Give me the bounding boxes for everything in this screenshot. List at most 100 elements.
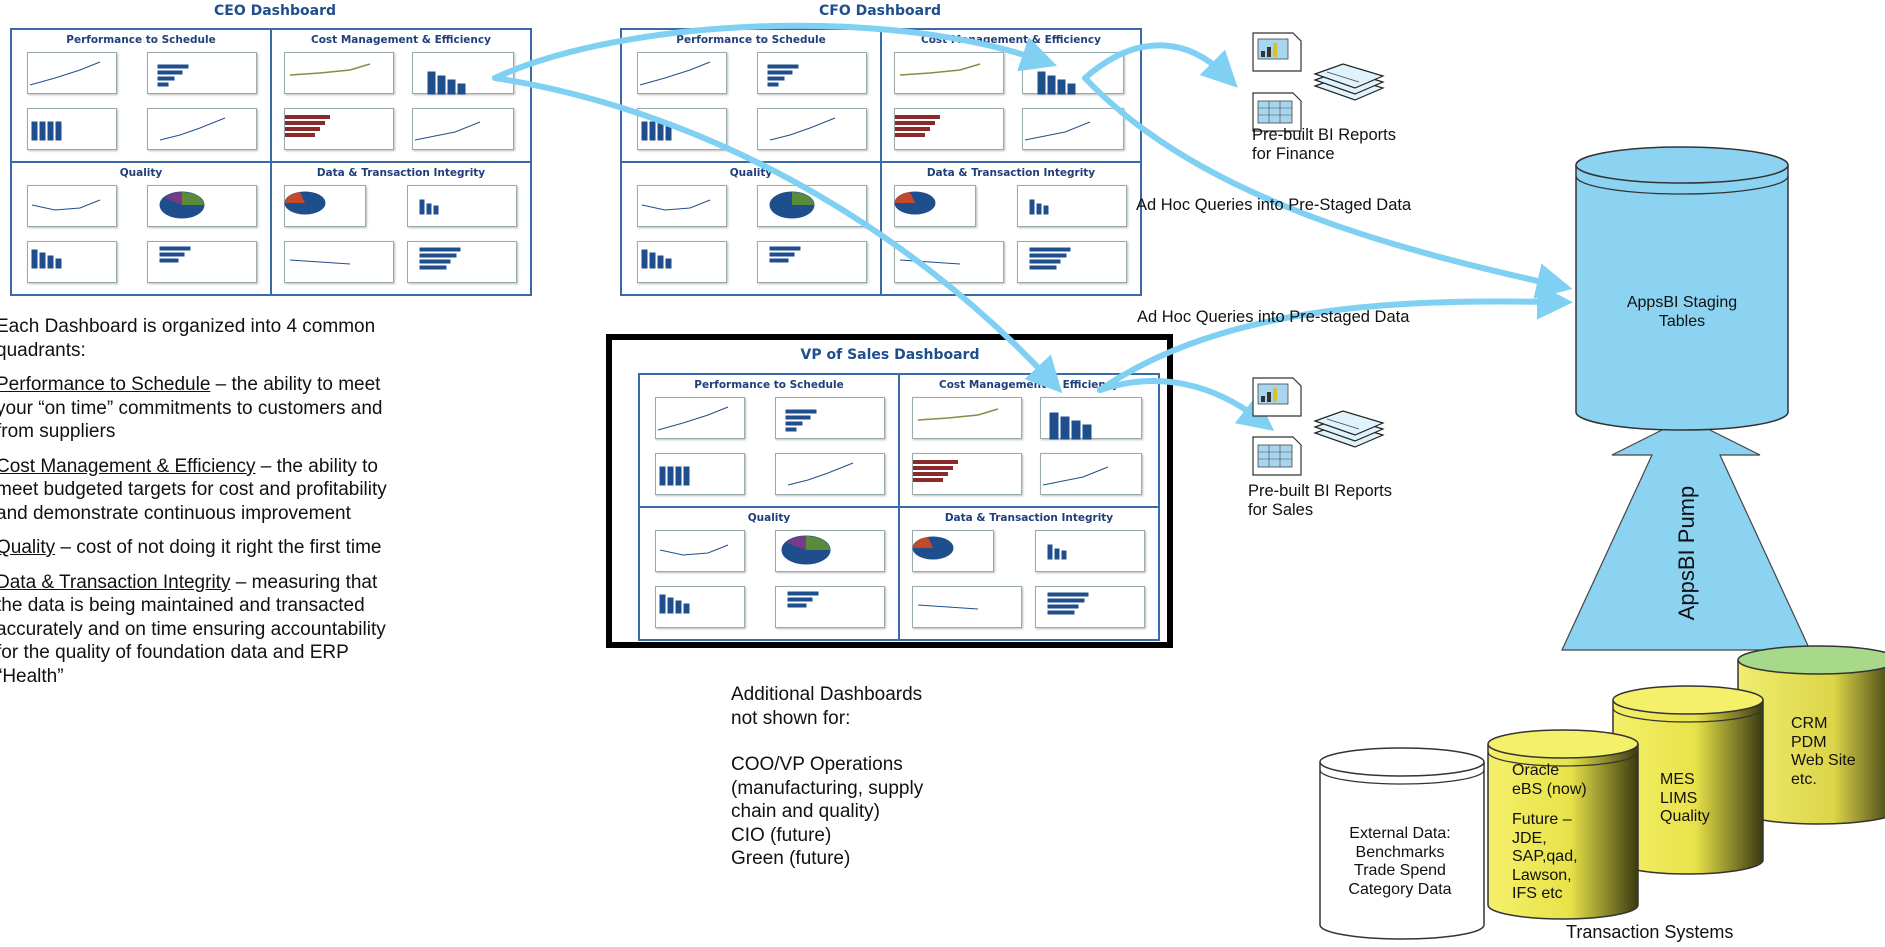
- sales-report-icons: [1252, 377, 1385, 476]
- mini-chart: [637, 185, 727, 227]
- vp-quadrant-data-integrity: Data & Transaction Integrity: [899, 507, 1159, 640]
- mini-chart: [27, 52, 117, 94]
- paragraph-cost: Cost Management & Efficiency – the abili…: [0, 455, 566, 479]
- quadrant-title: Performance to Schedule: [694, 379, 844, 391]
- definition-text: – the ability to meet: [210, 374, 381, 395]
- definition-text: – measuring that: [230, 571, 378, 593]
- label-line: for Sales: [1248, 501, 1314, 519]
- label-line: for Finance: [1252, 145, 1335, 163]
- paragraph-quality: Quality – cost of not doing it right the…: [0, 536, 566, 560]
- intro-line: Each Dashboard is organized into 4 commo…: [0, 316, 376, 337]
- oracle-cylinder: [1487, 729, 1639, 920]
- mini-chart: [894, 241, 1004, 283]
- cfo-quadrant-performance: Performance to Schedule: [621, 29, 881, 162]
- quadrant-title: Performance to Schedule: [676, 34, 826, 46]
- mini-chart: [27, 185, 117, 227]
- mini-chart: [775, 453, 885, 495]
- ceo-dashboard-title: CEO Dashboard: [214, 3, 336, 19]
- mini-chart-glyphs: [29, 61, 1109, 615]
- quadrant-title: Data & Transaction Integrity: [926, 167, 1096, 179]
- mini-chart: [147, 108, 257, 150]
- term-data-integrity: Data & Transaction Integrity: [0, 571, 231, 593]
- paragraph-data-integrity: Data & Transaction Integrity – measuring…: [0, 571, 566, 595]
- label-line: MES: [1660, 771, 1695, 788]
- label-line: Lawson,: [1512, 866, 1572, 884]
- mini-chart: [655, 530, 745, 572]
- note-line: chain and quality): [731, 801, 880, 822]
- ceo-quadrant-cost: Cost Management & Efficiency: [271, 29, 531, 162]
- external-data-label: External Data: Benchmarks Trade Spend Ca…: [1325, 825, 1475, 899]
- note-line: not shown for:: [731, 707, 851, 729]
- note-line: Green (future): [731, 848, 851, 869]
- term-quality: Quality: [0, 537, 56, 558]
- document-icon: [1252, 377, 1302, 417]
- cfo-dashboard-title: CFO Dashboard: [819, 3, 941, 19]
- mini-chart: [1017, 185, 1127, 227]
- adhoc-query-label-1: Ad Hoc Queries into Pre-Staged Data: [1136, 196, 1412, 214]
- label-line: Category Data: [1348, 880, 1452, 898]
- note-line: (manufacturing, supply: [731, 777, 924, 799]
- mes-cylinder: [1612, 685, 1764, 875]
- mini-chart: [284, 185, 366, 227]
- appsbi-pump-arrow: [1561, 417, 1811, 651]
- mini-chart: [894, 52, 1004, 94]
- quadrant-title: Data & Transaction Integrity: [316, 167, 486, 179]
- label-line: LIMS: [1660, 789, 1698, 807]
- stacked-papers-icon: [1313, 63, 1385, 101]
- sales-reports-label: Pre-built BI Reports for Sales: [1248, 482, 1392, 520]
- definition-line: and demonstrate continuous improvement: [0, 502, 351, 524]
- stacked-papers-icon: [1313, 410, 1385, 448]
- definition-line: meet budgeted targets for cost and profi…: [0, 479, 387, 500]
- adhoc-query-label-2: Ad Hoc Queries into Pre-staged Data: [1137, 308, 1410, 326]
- label-line: Trade Spend: [1354, 862, 1446, 879]
- label-line: etc.: [1791, 770, 1817, 788]
- label-line: External Data:: [1349, 825, 1451, 842]
- vp-sales-dashboard-frame: [606, 334, 1173, 648]
- label-line: PDM: [1791, 733, 1827, 751]
- definition-line: the data is being maintained and transac…: [0, 595, 365, 616]
- oracle-label: Oracle eBS (now) Future – JDE, SAP,qad, …: [1512, 762, 1587, 904]
- definition-line: your “on time” commitments to customers …: [0, 397, 383, 419]
- finance-report-icons: [1252, 32, 1385, 132]
- quadrant-title: Performance to Schedule: [66, 34, 216, 46]
- arrow-ceo-to-vp: [492, 75, 1063, 394]
- mini-chart: [407, 185, 517, 227]
- document-icon: [1252, 436, 1302, 476]
- external-data-cylinder: [1319, 747, 1485, 940]
- arrow-cfo-to-staging: [1082, 75, 1573, 299]
- staging-tables-cylinder: [1575, 146, 1789, 431]
- term-performance: Performance to Schedule: [0, 374, 211, 395]
- label-line: CRM: [1791, 715, 1828, 732]
- mini-chart: [912, 397, 1022, 439]
- mini-chart: [1022, 108, 1124, 150]
- transaction-systems-caption: Transaction Systems: [1566, 922, 1734, 942]
- arrow-ceo-to-cfo: [492, 22, 1058, 81]
- label-line: Tables: [1658, 312, 1706, 330]
- mini-chart: [1035, 530, 1145, 572]
- quadrant-title: Quality: [747, 512, 791, 524]
- additional-dashboards-note: Additional Dashboards not shown for: COO…: [731, 683, 923, 871]
- arrow-vp-to-staging: [1097, 283, 1573, 393]
- note-line: Additional Dashboards: [731, 684, 923, 705]
- quadrant-title: Data & Transaction Integrity: [944, 512, 1114, 524]
- label-line: SAP,qad,: [1512, 848, 1578, 865]
- mini-chart: [284, 241, 394, 283]
- vp-sales-dashboard-title: VP of Sales Dashboard: [800, 347, 980, 363]
- note-line: CIO (future): [731, 824, 832, 846]
- note-line: COO/VP Operations: [731, 754, 903, 775]
- definition-line: from suppliers: [0, 421, 116, 442]
- label-line: AppsBI Staging: [1626, 294, 1738, 311]
- label-line: Quality: [1660, 808, 1710, 825]
- label-line: Benchmarks: [1355, 843, 1445, 861]
- label-line: eBS (now): [1512, 780, 1587, 798]
- ceo-quadrant-quality: Quality: [11, 162, 271, 295]
- quadrant-title: Quality: [119, 167, 163, 179]
- quadrant-title: Cost Management & Efficiency: [311, 34, 491, 46]
- label-line: Oracle: [1512, 762, 1560, 779]
- label-line: Future –: [1512, 811, 1572, 828]
- crm-label: CRM PDM Web Site etc.: [1791, 715, 1856, 789]
- appsbi-pump-label: AppsBI Pump: [1674, 485, 1699, 621]
- label-line: JDE,: [1512, 829, 1547, 847]
- definition-text: – cost of not doing it right the first t…: [55, 537, 382, 558]
- dashboard-description: Each Dashboard is organized into 4 commo…: [0, 315, 566, 688]
